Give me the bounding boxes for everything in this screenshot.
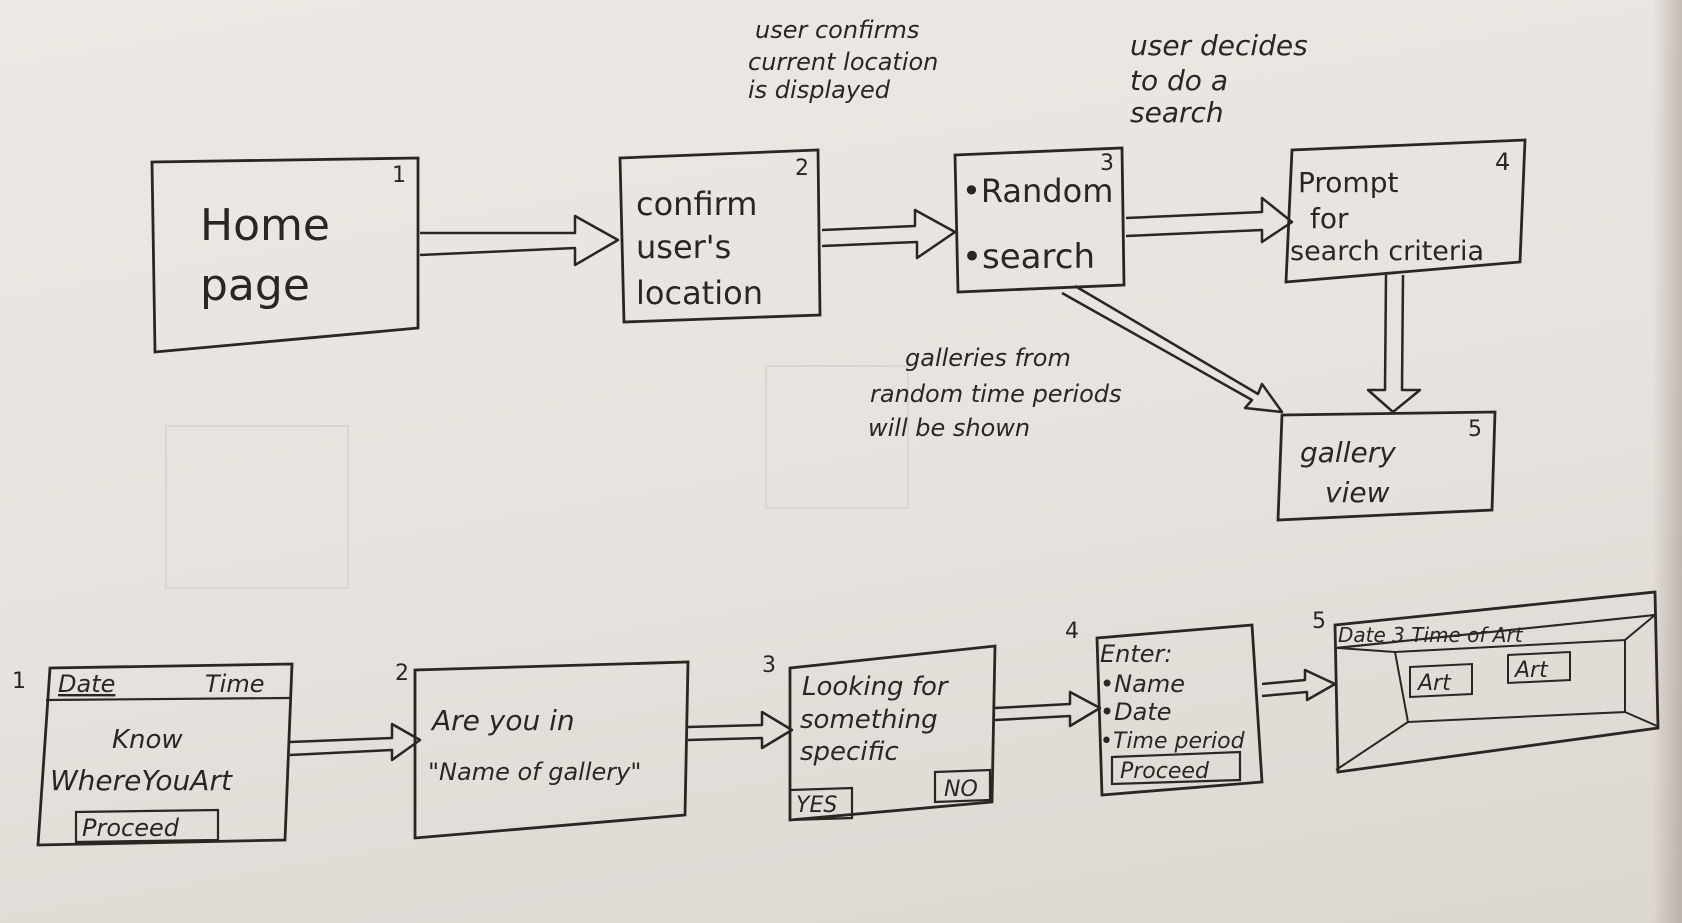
gallery-header-label: Date 3 Time of Art (1338, 623, 1524, 647)
time-label: Time (205, 670, 264, 698)
wireframe-screen-5: 5 Date 3 Time of Art Art Art (1312, 590, 1660, 774)
form-line: •Date (1100, 698, 1172, 726)
screen-box-gallery-view: 5 gallery view (1276, 410, 1497, 522)
flow-arrow (821, 208, 957, 260)
annotation-line: galleries from (905, 344, 1071, 372)
proceed-button-label: Proceed (82, 814, 180, 842)
annotation-line: will be shown (868, 414, 1030, 442)
annotation-line: user decides (1130, 29, 1308, 62)
screen-number: 4 (1065, 619, 1079, 644)
flow-arrow (1061, 284, 1284, 414)
screen-number: 5 (1468, 417, 1482, 442)
screen-number: 4 (1495, 148, 1510, 176)
flow-arrow (687, 710, 794, 750)
annotation-line: is displayed (748, 76, 891, 104)
screen-label-line: •Random (962, 172, 1113, 210)
flow-arrow (1261, 668, 1337, 702)
flow-arrow (994, 690, 1102, 728)
flow-arrow (419, 214, 620, 267)
flow-arrow (289, 722, 422, 762)
annotation-line: search (1130, 96, 1224, 129)
no-button-label: NO (944, 777, 978, 802)
annotation-line: current location (748, 48, 938, 76)
flow-arrow (1366, 274, 1422, 414)
app-name-line: WhereYouArt (50, 764, 233, 797)
screen-number: 1 (392, 163, 406, 188)
screen-number: 1 (12, 669, 26, 694)
question-line: something (800, 705, 938, 735)
wireframe-screen-4: 4 Enter: •Name •Date •Time period Procee… (1065, 619, 1264, 797)
yes-button-label: YES (796, 793, 837, 818)
faint-sketch-box (765, 365, 909, 509)
screen-number: 3 (762, 653, 776, 678)
screen-label-line: gallery (1300, 436, 1396, 469)
form-line: •Time period (1100, 729, 1246, 754)
screen-label-line: for (1310, 202, 1349, 235)
annotation-line: random time periods (870, 380, 1122, 408)
screen-box-search-criteria: 4 Prompt for search criteria (1284, 138, 1527, 284)
prompt-line: Are you in (430, 704, 575, 737)
screen-number: 2 (795, 156, 809, 181)
faint-sketch-box (165, 425, 349, 589)
screen-label-line: Home (200, 200, 330, 251)
annotation-random: galleries from random time periods will … (868, 344, 1122, 442)
screen-label-line: confirm (636, 185, 757, 223)
question-line: Looking for (802, 672, 950, 702)
screen-label-line: view (1325, 476, 1390, 509)
screen-label-line: page (200, 260, 310, 311)
form-line: Enter: (1100, 640, 1173, 668)
annotation-line: to do a (1130, 64, 1228, 97)
screen-label-line: user's (636, 228, 731, 266)
annotation-confirm: user confirms current location is displa… (748, 16, 938, 104)
screen-number: 5 (1312, 609, 1326, 634)
proceed-button-label: Proceed (1120, 759, 1210, 784)
prompt-line: "Name of gallery" (428, 758, 641, 786)
screen-label-line: •search (962, 237, 1095, 277)
annotation-line: user confirms (755, 16, 919, 44)
screen-box-random-search: 3 •Random •search (953, 146, 1126, 294)
wireframe-screen-1: 1 Date Time Know WhereYouArt Proceed (12, 662, 294, 847)
paper-edge-shadow (1652, 0, 1682, 923)
art-frame-label: Art (1513, 658, 1549, 683)
screen-label-line: location (636, 274, 763, 312)
screen-number: 2 (395, 661, 409, 686)
date-label: Date (58, 670, 115, 698)
wireframe-screen-3: 3 Looking for something specific YES NO (762, 644, 997, 822)
screen-number: 3 (1100, 151, 1114, 176)
screen-label-line: Prompt (1298, 166, 1398, 199)
screen-box-confirm-location: 2 confirm user's location (618, 148, 822, 324)
screen-label-line: search criteria (1290, 236, 1484, 267)
screen-box-home-page: 1 Home page (150, 156, 420, 354)
flow-arrow (1125, 196, 1294, 244)
question-line: specific (800, 737, 899, 767)
art-frame-label: Art (1416, 671, 1452, 696)
wireframe-screen-2: 2 Are you in "Name of gallery" (395, 660, 690, 840)
form-line: •Name (1100, 670, 1185, 698)
annotation-search: user decides to do a search (1130, 29, 1308, 129)
app-name-line: Know (112, 725, 183, 755)
